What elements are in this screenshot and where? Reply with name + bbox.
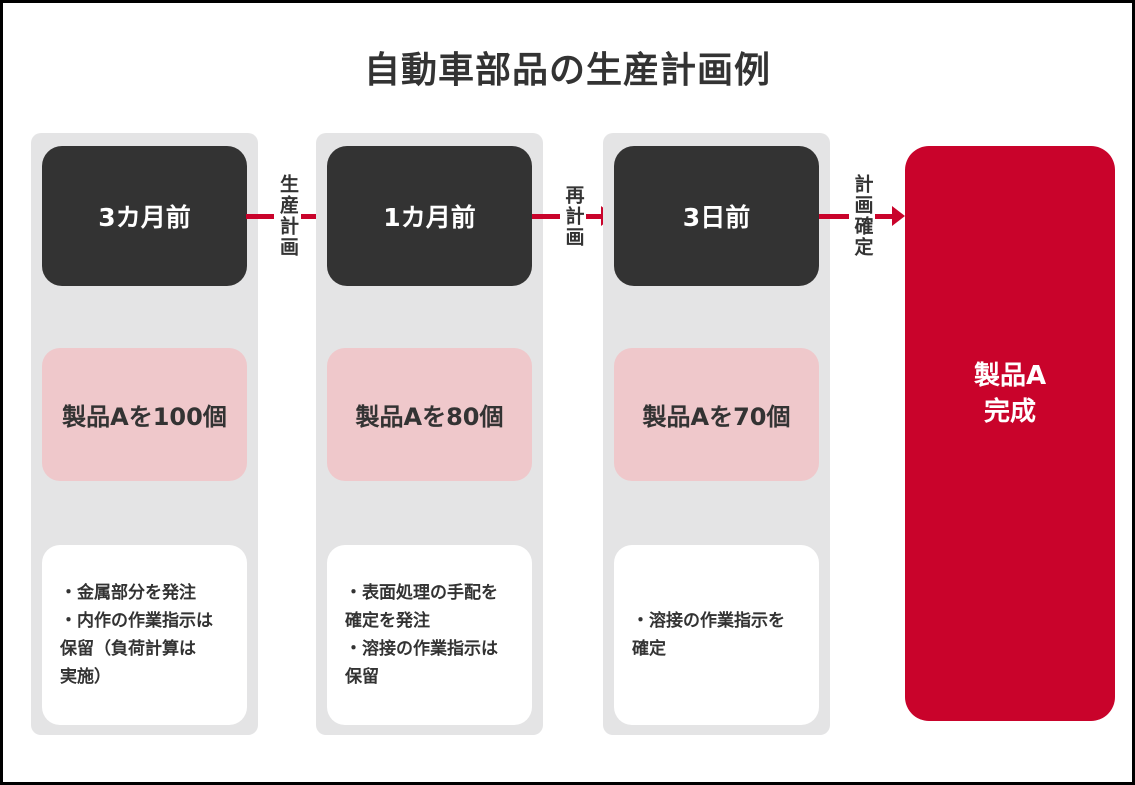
- arrow-line: [532, 213, 560, 219]
- stage-column-1-month: 1カ月前 製品Aを80個 ・表面処理の手配を 確定を発注 ・溶接の作業指示は 保…: [316, 133, 543, 735]
- stage-notes-text: ・金属部分を発注 ・内作の作業指示は 保留（負荷計算は 実施）: [60, 582, 213, 688]
- arrow-line: [246, 213, 275, 219]
- stage-period-box: 1カ月前: [327, 146, 532, 286]
- stage-column-3-months: 3カ月前 製品Aを100個 ・金属部分を発注 ・内作の作業指示は 保留（負荷計算…: [31, 133, 258, 735]
- arrow-label: 再計画: [562, 184, 585, 248]
- final-product-label: 製品A 完成: [973, 361, 1047, 428]
- stage-notes-text: ・溶接の作業指示を 確定: [632, 610, 785, 659]
- stage-notes-box: ・金属部分を発注 ・内作の作業指示は 保留（負荷計算は 実施）: [42, 545, 247, 725]
- stage-period-box: 3日前: [614, 146, 819, 286]
- arrowhead-icon: [892, 206, 906, 226]
- arrow-line-head: [875, 206, 906, 226]
- arrow-label: 計画確定: [851, 174, 874, 258]
- stage-notes-box: ・表面処理の手配を 確定を発注 ・溶接の作業指示は 保留: [327, 545, 532, 725]
- final-product-box: 製品A 完成: [905, 146, 1115, 721]
- stage-plan-box: 製品Aを100個: [42, 348, 247, 481]
- stage-notes-box: ・溶接の作業指示を 確定: [614, 545, 819, 725]
- arrow-replan: 再計画: [532, 166, 615, 266]
- arrow-plan-confirmed: 計画確定: [819, 166, 906, 266]
- stage-period-box: 3カ月前: [42, 146, 247, 286]
- stage-notes-text: ・表面処理の手配を 確定を発注 ・溶接の作業指示は 保留: [345, 582, 498, 688]
- stage-plan-box: 製品Aを70個: [614, 348, 819, 481]
- arrow-line: [819, 213, 849, 219]
- arrow-label: 生産計画: [276, 174, 299, 258]
- stage-column-3-days: 3日前 製品Aを70個 ・溶接の作業指示を 確定: [603, 133, 830, 735]
- stage-plan-box: 製品Aを80個: [327, 348, 532, 481]
- diagram-title: 自動車部品の生産計画例: [363, 50, 771, 91]
